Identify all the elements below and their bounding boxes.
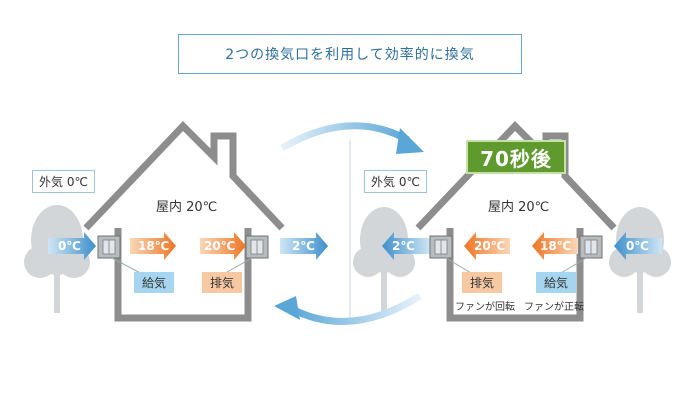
temp-outside-in-right: 0℃	[626, 239, 649, 253]
indoor-temp-label-left: 屋内 20℃	[156, 200, 218, 215]
fan-note-left: ファンが回転	[455, 302, 515, 313]
arrow-outside-out-left	[280, 232, 328, 260]
supply-label-left: 給気	[134, 272, 175, 293]
arrow-exhaust-left	[200, 232, 246, 260]
ventilator-icon-left-1	[97, 235, 121, 259]
exhaust-label-right: 排気	[462, 272, 503, 293]
arrow-outside-in-left	[48, 232, 96, 260]
diagram-title: 2つの換気口を利用して効率的に換気	[178, 34, 522, 74]
temp-supply-left: 18℃	[138, 239, 170, 253]
house-outline-left	[83, 120, 285, 322]
outside-temp-label-right: 外気 0℃	[364, 170, 427, 193]
timer-badge: 70秒後	[466, 140, 566, 174]
tree-icon-left	[24, 205, 90, 313]
house-outline-right	[415, 120, 617, 322]
temp-exhaust-left: 20℃	[204, 239, 236, 253]
arrow-outside-in-right	[614, 232, 662, 260]
ventilator-icon-left-2	[245, 235, 269, 259]
fan-note-right: ファンが正転	[524, 302, 584, 313]
temp-exhaust-right: 20℃	[474, 239, 506, 253]
arrow-supply-left	[130, 232, 176, 260]
indoor-temp-label-right: 屋内 20℃	[488, 200, 550, 215]
arrow-supply-right	[532, 232, 578, 260]
temp-outside-out-right: 2℃	[392, 239, 415, 253]
cycle-arrow-top-head	[396, 128, 424, 154]
cycle-arrow-top	[280, 122, 410, 152]
arrow-outside-out-right	[382, 232, 430, 260]
ventilator-icon-right-1	[429, 235, 453, 259]
ventilator-icon-right-2	[579, 235, 603, 259]
temp-outside-in-left: 0℃	[58, 239, 81, 253]
tree-icon-right	[609, 207, 671, 313]
arrow-exhaust-right	[464, 232, 510, 260]
cycle-arrow-bottom	[288, 293, 422, 325]
exhaust-label-left: 排気	[202, 272, 243, 293]
outside-temp-label-left: 外気 0℃	[32, 170, 95, 193]
temp-outside-out-left: 2℃	[292, 239, 315, 253]
supply-label-right: 給気	[536, 272, 577, 293]
cycle-arrow-bottom-head	[274, 296, 300, 320]
tree-icon-left2	[353, 207, 415, 313]
temp-supply-right: 18℃	[540, 239, 572, 253]
